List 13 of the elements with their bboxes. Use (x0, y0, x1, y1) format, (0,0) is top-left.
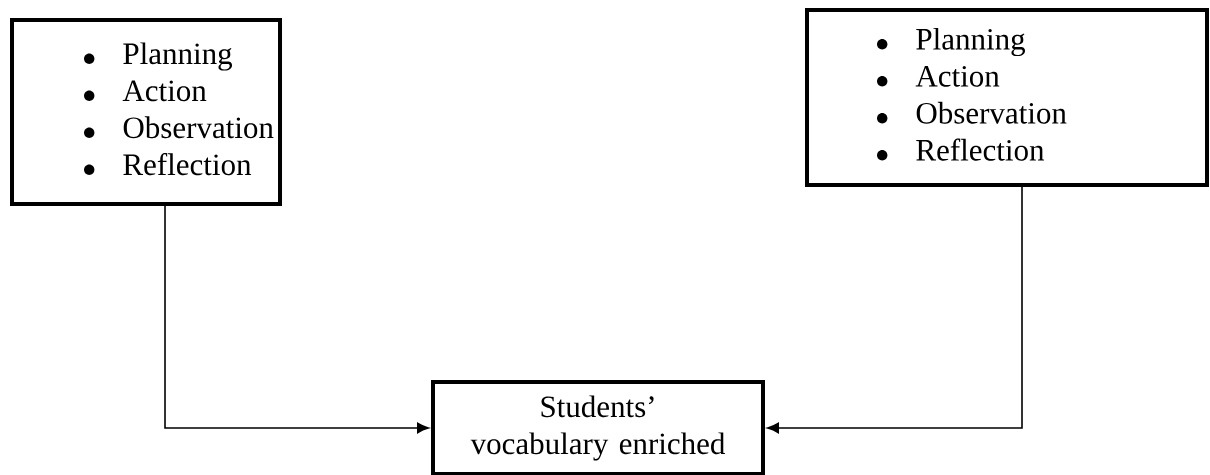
list-item: Reflection (916, 138, 1045, 161)
list-item: Action (915, 65, 1000, 87)
list-item: Planning (916, 27, 1026, 57)
arrow (767, 186, 1023, 434)
list-item: Planning (123, 42, 233, 71)
list-box (10, 18, 282, 206)
arrow (164, 205, 429, 434)
list-box (805, 8, 1209, 187)
list-item: Reflection (123, 153, 252, 176)
list-item: Observation (123, 116, 274, 139)
result-box: Students’ vocabulary enriched (431, 380, 765, 475)
list-item: Action (122, 80, 207, 102)
list-item: Observation (916, 101, 1067, 124)
